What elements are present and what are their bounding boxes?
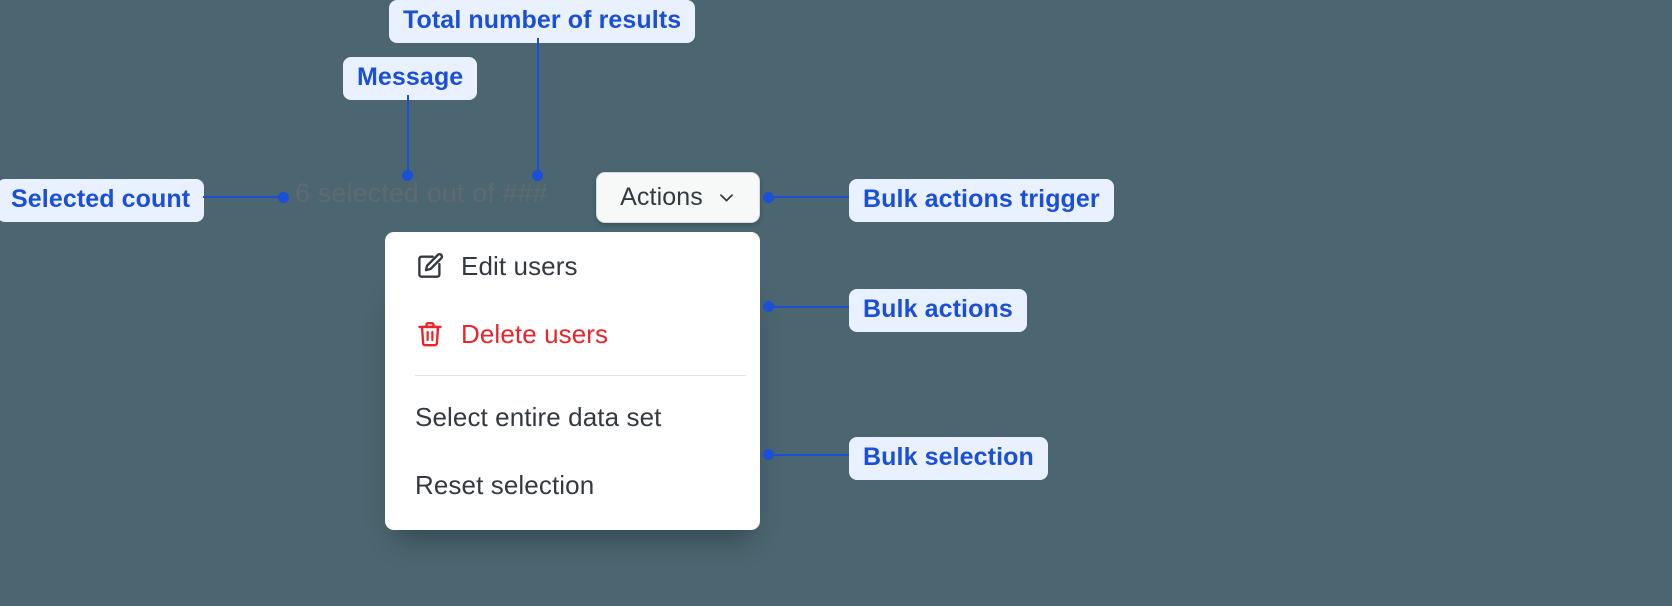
selection-message-middle: selected out of bbox=[310, 178, 503, 208]
selection-message: 6 selected out of ### bbox=[295, 178, 548, 209]
total-results-value: ### bbox=[502, 178, 548, 208]
connector-bulk-selection-dot bbox=[763, 449, 774, 460]
annotation-selected-count: Selected count bbox=[0, 179, 205, 222]
annotation-bulk-selection: Bulk selection bbox=[849, 437, 1048, 480]
connector-selected-count-line bbox=[203, 196, 285, 198]
edit-pencil-icon bbox=[418, 253, 444, 278]
bulk-actions-trigger-button[interactable]: Actions bbox=[596, 172, 760, 223]
connector-total-results-dot bbox=[532, 170, 543, 181]
bulk-actions-dropdown-menu: Edit users Delete users Select entire da… bbox=[385, 232, 760, 530]
menu-item-select-entire-data-set-label: Select entire data set bbox=[415, 401, 662, 432]
menu-item-edit-users[interactable]: Edit users bbox=[385, 232, 760, 300]
connector-bulk-actions-trigger-line bbox=[768, 196, 852, 198]
connector-bulk-actions-line bbox=[773, 306, 853, 308]
chevron-down-icon bbox=[719, 194, 733, 202]
connector-bulk-selection-line bbox=[773, 454, 853, 456]
connector-selected-count-dot bbox=[278, 192, 289, 203]
menu-item-reset-selection-label: Reset selection bbox=[415, 469, 595, 500]
actions-button-label: Actions bbox=[620, 183, 703, 211]
menu-item-delete-users[interactable]: Delete users bbox=[385, 300, 760, 368]
menu-item-select-entire-data-set[interactable]: Select entire data set bbox=[385, 383, 760, 451]
connector-bulk-actions-trigger-dot bbox=[763, 192, 774, 203]
menu-item-reset-selection[interactable]: Reset selection bbox=[385, 451, 760, 519]
menu-item-edit-users-label: Edit users bbox=[461, 250, 578, 281]
annotation-message: Message bbox=[343, 57, 478, 100]
connector-total-results-line bbox=[537, 38, 539, 176]
connector-message-dot bbox=[402, 170, 413, 181]
annotation-bulk-actions: Bulk actions bbox=[849, 289, 1027, 332]
annotation-total-number-of-results: Total number of results bbox=[389, 0, 696, 43]
trash-icon bbox=[418, 321, 442, 347]
connector-message-line bbox=[407, 95, 409, 176]
menu-group-actions: Edit users Delete users bbox=[385, 232, 760, 368]
menu-separator bbox=[415, 375, 746, 376]
selected-count-value: 6 bbox=[295, 178, 311, 208]
connector-bulk-actions-dot bbox=[763, 301, 774, 312]
menu-item-delete-users-label: Delete users bbox=[461, 318, 609, 349]
menu-group-selection: Select entire data set Reset selection bbox=[385, 383, 760, 519]
annotation-bulk-actions-trigger: Bulk actions trigger bbox=[849, 179, 1114, 222]
